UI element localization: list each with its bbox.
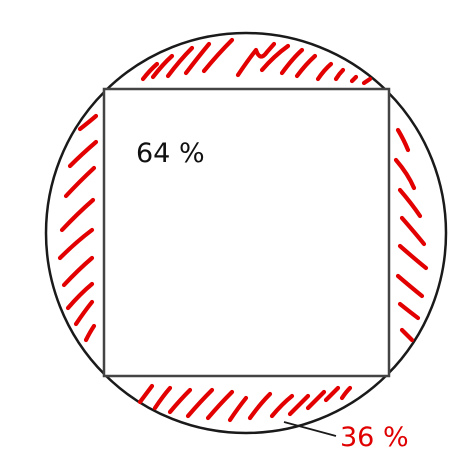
inscribed-square [102,87,391,378]
hatching-bottom-segment [137,383,353,423]
hatching-top-segment [140,37,373,86]
hatching-right-segment [393,127,429,343]
outer-circle [44,31,448,435]
outer-percentage-label: 36 % [340,422,409,453]
hatching-left-segment [57,113,99,343]
leader-line [283,421,337,437]
inner-percentage-label: 64 % [136,138,205,169]
